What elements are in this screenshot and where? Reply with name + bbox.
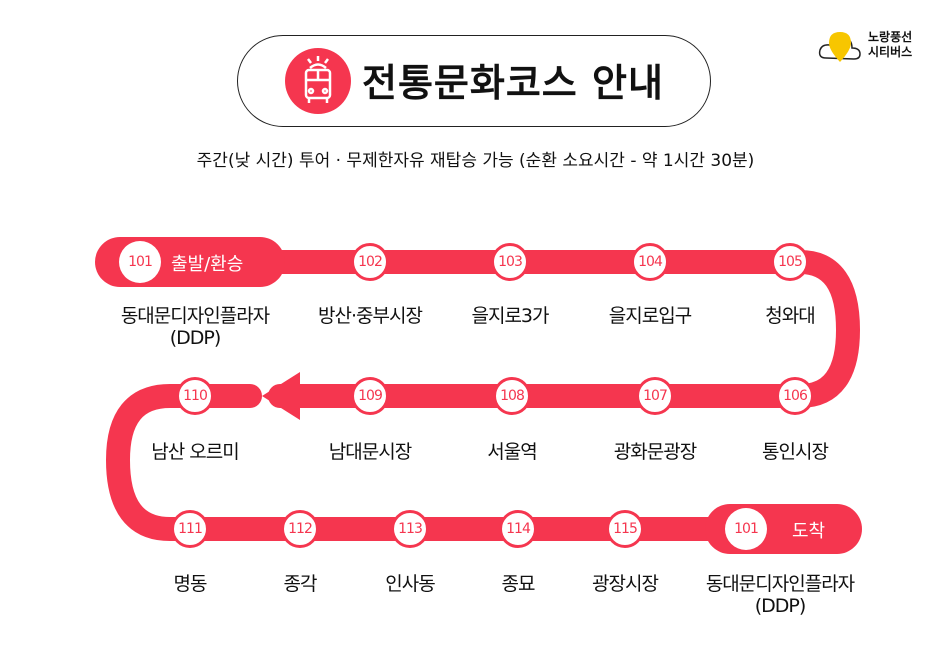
station-label: 동대문디자인플라자(DDP) [680,573,880,617]
station-marker[interactable]: 106 [776,377,814,415]
logo-line2: 시티버스 [868,45,913,59]
balloon-logo-icon [818,32,861,62]
station-label: 종각 [283,573,318,595]
station-marker[interactable]: 110 [176,377,214,415]
station-label: 종묘 [501,573,536,595]
title-banner [237,35,711,127]
station-marker[interactable]: 102 [351,243,389,281]
station-label: 남산 오르미 [151,441,239,463]
station-label: 명동 [173,573,208,595]
page-title: 전통문화코스 안내 [362,61,664,105]
station-label: 청와대 [765,305,815,327]
station-name: 동대문디자인플라자 [705,573,855,595]
station-marker[interactable]: 114 [499,510,537,548]
end-tag: 도착 [792,521,826,542]
start-tag: 출발/환승 [171,254,244,275]
station-marker[interactable]: 112 [281,510,319,548]
direction-arrow-icon [262,372,300,420]
station-label: 인사동 [385,573,435,595]
station-name: 동대문디자인플라자 [120,305,270,327]
station-marker[interactable]: 107 [636,377,674,415]
station-sub: (DDP) [169,327,222,349]
station-marker-start[interactable]: 101 [119,241,161,283]
station-sub: (DDP) [754,595,807,617]
station-marker[interactable]: 104 [631,243,669,281]
station-marker[interactable]: 115 [606,510,644,548]
station-marker[interactable]: 103 [491,243,529,281]
station-label: 남대문시장 [328,441,412,463]
station-marker[interactable]: 105 [771,243,809,281]
subtitle: 주간(낮 시간) 투어 · 무제한자유 재탑승 가능 (순환 소요시간 - 약 … [196,151,755,171]
station-marker[interactable]: 108 [493,377,531,415]
station-label: 통인시장 [762,441,829,463]
station-label: 을지로3가 [471,305,549,327]
station-label: 을지로입구 [608,305,692,327]
station-marker[interactable]: 109 [351,377,389,415]
station-label: 광장시장 [592,573,659,595]
station-marker[interactable]: 111 [171,510,209,548]
station-label: 동대문디자인플라자(DDP) [95,305,295,349]
station-marker-end[interactable]: 101 [725,508,767,550]
station-label: 방산·중부시장 [318,305,423,327]
station-label: 서울역 [487,441,537,463]
logo-line1: 노랑풍선 [868,30,913,44]
station-label: 광화문광장 [613,441,697,463]
station-marker[interactable]: 113 [391,510,429,548]
bus-icon [285,48,351,114]
